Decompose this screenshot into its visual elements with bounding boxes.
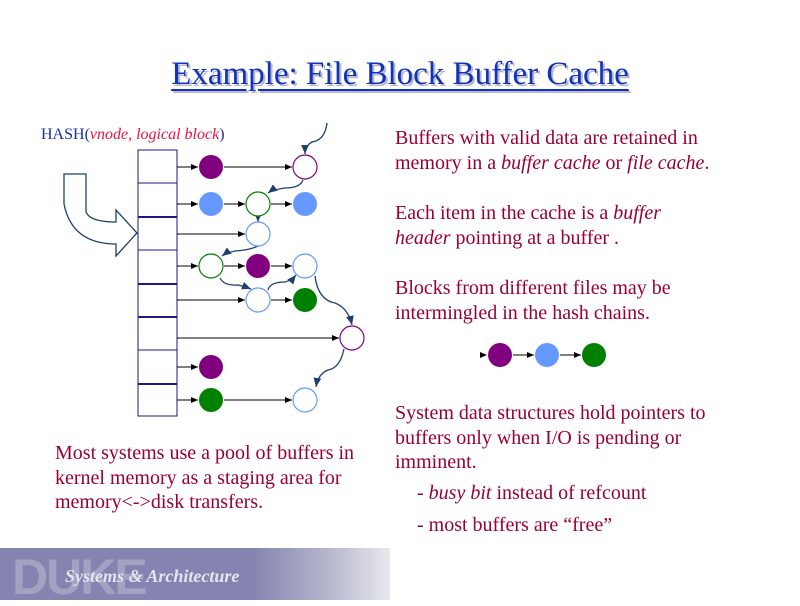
duke-logo: DUKE: [12, 549, 148, 605]
buffer-node: [199, 355, 223, 379]
buffer-node: [292, 387, 318, 413]
example-chain-node: [582, 343, 606, 367]
paragraph-system-pointers: System data structures hold pointers to …: [395, 401, 706, 475]
buffer-nodes: [198, 154, 606, 413]
text: -: [417, 482, 429, 504]
buffer-node: [245, 191, 271, 217]
hash-prefix: HASH(: [41, 126, 90, 143]
text: buffers only when I/O is pending or: [395, 426, 682, 449]
chain-links: [177, 164, 581, 403]
buffer-node: [245, 221, 271, 247]
text: Each item in the cache is a: [395, 202, 614, 224]
hash-table: [137, 149, 178, 417]
hash-arrow-icon: [63, 173, 138, 258]
text: header: [395, 226, 451, 249]
text: or: [600, 151, 628, 174]
text: instead of refcount: [491, 482, 647, 504]
buffer-node: [245, 287, 271, 313]
text: Buffers with valid data are retained in: [395, 127, 698, 149]
example-chain-node: [535, 343, 559, 367]
buffer-node: [198, 253, 224, 279]
buffer-node: [199, 192, 223, 216]
text: memory in a: [395, 151, 502, 174]
paragraph-buffer-pool: Most systems use a pool of buffers in ke…: [55, 441, 354, 515]
text: busy bit: [428, 482, 492, 504]
text: buffer cache: [501, 151, 601, 174]
free-list-links: [219, 122, 354, 388]
text: Blocks from different files may be: [395, 277, 671, 299]
buffer-node: [339, 325, 365, 351]
slide-title: Example: File Block Buffer Cache: [171, 56, 629, 92]
text: file cache: [627, 151, 705, 174]
text: Most systems use a pool of buffers in: [55, 442, 355, 464]
text: .: [704, 151, 710, 174]
text: buffer: [613, 202, 662, 224]
hash-suffix: ): [219, 126, 225, 143]
text: kernel memory as a staging area for: [55, 466, 342, 489]
buffer-node: [293, 192, 317, 216]
text: imminent.: [395, 451, 477, 473]
bullet-busy-bit: - busy bit instead of refcount: [417, 481, 646, 506]
buffer-node: [199, 155, 223, 179]
buffer-node: [292, 253, 318, 279]
hash-label: HASH(vnode, logical block): [41, 126, 225, 144]
paragraph-buffer-cache: Buffers with valid data are retained in …: [395, 126, 709, 175]
footer-banner: DUKE Systems & Architecture: [0, 548, 390, 605]
hash-args: vnode, logical block: [89, 126, 220, 143]
buffer-node: [199, 388, 223, 412]
paragraph-buffer-header: Each item in the cache is a buffer heade…: [395, 201, 661, 250]
paragraph-intermingled: Blocks from different files may be inter…: [395, 276, 671, 325]
buffer-node: [293, 288, 317, 312]
buffer-node: [292, 154, 318, 180]
example-chain-node: [488, 343, 512, 367]
text: intermingled in the hash chains.: [395, 301, 650, 324]
footer-subtitle: Systems & Architecture: [65, 566, 240, 586]
buffer-node: [246, 254, 270, 278]
text: System data structures hold pointers to: [395, 402, 706, 424]
bullet-free: - most buffers are “free”: [417, 514, 613, 536]
text: memory<->disk transfers.: [55, 491, 264, 513]
text: pointing at a buffer .: [450, 226, 620, 249]
